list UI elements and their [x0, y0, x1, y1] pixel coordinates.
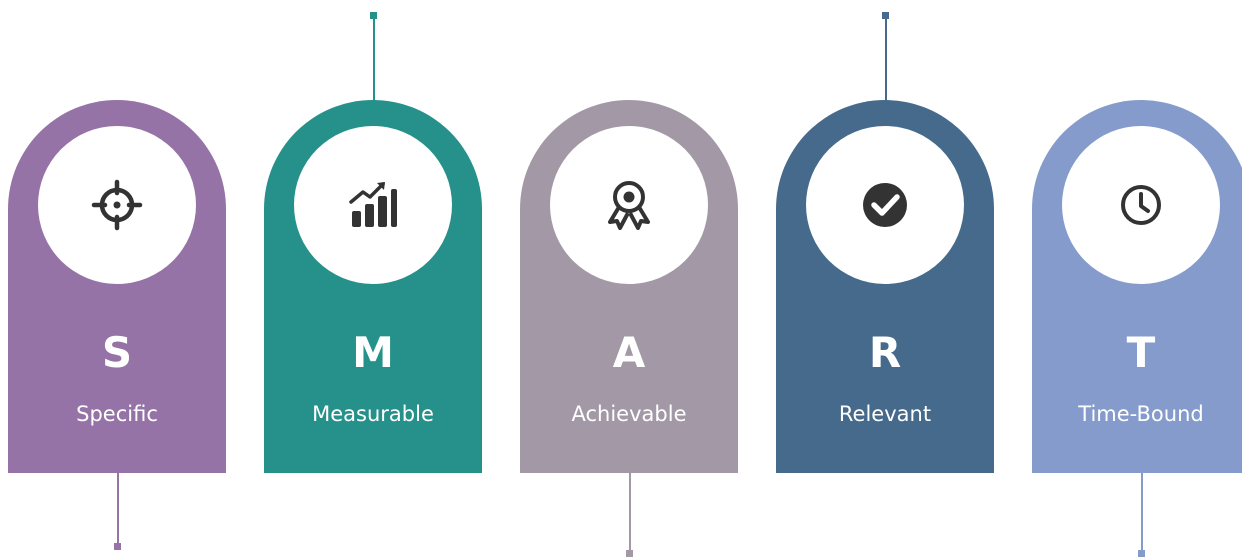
smart-letter: R — [868, 328, 902, 377]
smart-card-relevant: R Relevant — [776, 100, 994, 473]
connector-line-s — [117, 470, 119, 546]
connector-line-m — [373, 17, 375, 103]
check-circle-icon — [863, 183, 907, 227]
smart-card-measurable: M Measurable — [264, 100, 482, 473]
connector-dot-a — [626, 550, 633, 557]
smart-word: Relevant — [838, 402, 932, 426]
connector-dot-r — [882, 12, 889, 19]
smart-card-specific: S Specific — [8, 100, 226, 473]
connector-line-t — [1141, 470, 1143, 552]
smart-word: Time-Bound — [1078, 402, 1204, 426]
smart-letter: T — [1126, 328, 1156, 377]
icon-circle — [294, 126, 452, 284]
icon-circle — [1062, 126, 1220, 284]
smart-letter: M — [352, 328, 394, 377]
icon-circle — [806, 126, 964, 284]
connector-dot-s — [114, 543, 121, 550]
connector-dot-m — [370, 12, 377, 19]
clock-icon — [1121, 185, 1161, 225]
smart-card-achievable: A Achievable — [520, 100, 738, 473]
smart-word: Achievable — [571, 402, 687, 426]
smart-letter: S — [101, 328, 133, 377]
smart-word: Measurable — [312, 402, 434, 426]
icon-circle — [550, 126, 708, 284]
icon-circle — [38, 126, 196, 284]
smart-word: Specific — [76, 402, 158, 426]
target-icon — [91, 179, 143, 231]
connector-line-a — [629, 470, 631, 552]
smart-letter: A — [612, 328, 646, 377]
connector-line-r — [885, 17, 887, 103]
award-ribbon-icon — [608, 181, 650, 230]
connector-dot-t — [1138, 550, 1145, 557]
smart-card-time-bound: T Time-Bound — [1032, 100, 1242, 473]
growth-chart-icon — [349, 182, 397, 227]
